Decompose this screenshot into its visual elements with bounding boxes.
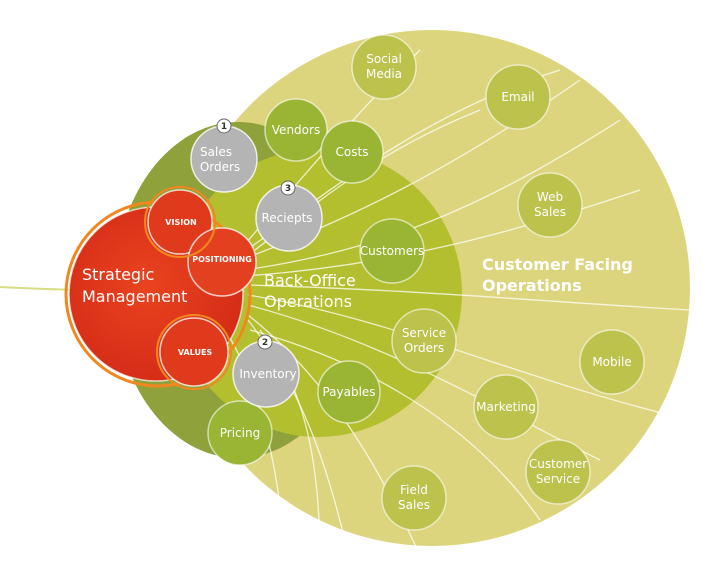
node-label-inventory: Inventory [239,367,296,381]
node-marketing[interactable]: Marketing [473,374,539,440]
node-label-web-sales: Web [537,190,563,204]
node-label-service-orders-2: Orders [404,341,444,355]
values-label: VALUES [178,348,213,357]
node-label-social-media-2: Media [366,67,402,81]
node-label-web-sales-2: Sales [534,205,566,219]
strategic-label-line1: Strategic [82,265,154,284]
node-vendors[interactable]: Vendors [264,98,328,162]
node-label-pricing: Pricing [220,426,260,440]
node-field-sales[interactable]: Field Sales [381,465,447,531]
strategic-label-line2: Management [82,287,187,306]
node-label-email: Email [501,90,534,104]
node-service-orders[interactable]: Service Orders [391,308,457,374]
node-label-field-sales: Field [400,483,428,497]
node-customer-service[interactable]: Customer Service [525,439,591,505]
node-label-field-sales-2: Sales [398,498,430,512]
node-label-mobile: Mobile [592,355,631,369]
positioning-label: POSITIONING [192,255,252,264]
vision-label: VISION [165,218,196,227]
node-label-sales-orders: Sales [200,145,232,159]
node-label-social-media: Social [366,52,402,66]
node-costs[interactable]: Costs [320,120,384,184]
node-inventory[interactable]: Inventory 2 [232,334,300,408]
badge-inventory: 2 [262,338,268,348]
node-social-media[interactable]: Social Media [351,34,417,100]
node-label-costs: Costs [336,145,369,159]
badge-sales-orders: 1 [221,122,227,132]
customer-facing-label-line1: Customer Facing [482,255,633,274]
node-customers[interactable]: Customers [359,218,425,284]
vision-circle[interactable] [147,189,213,255]
values-circle[interactable] [159,317,229,387]
back-office-label-line1: Back-Office [264,271,356,290]
node-label-reciepts: Reciepts [261,211,312,225]
node-label-service-orders: Service [402,326,446,340]
strategic-core: VISION POSITIONING VALUES Strategic Mana… [64,186,257,390]
back-office-nodes: Vendors Costs Customers Payables Pricing [207,98,425,466]
node-email[interactable]: Email [485,64,551,130]
node-sales-orders[interactable]: Sales Orders 1 [190,118,258,193]
node-web-sales[interactable]: Web Sales [517,172,583,238]
node-label-marketing: Marketing [476,400,536,414]
node-payables[interactable]: Payables [317,360,381,424]
badge-reciepts: 3 [285,184,291,194]
connector-lines [0,49,691,561]
node-label-customer-service: Customer [529,457,587,471]
node-label-payables: Payables [322,385,375,399]
highlighted-nodes: Sales Orders 1 Reciepts 3 Inventory 2 [190,118,323,408]
positioning-circle[interactable] [187,227,257,297]
customer-nodes: Social Media Email Web Sales Service Ord… [351,34,645,531]
back-office-label-line2: Operations [264,292,352,311]
node-pricing[interactable]: Pricing [207,400,273,466]
node-label-customer-service-2: Service [536,472,580,486]
node-label-vendors: Vendors [272,123,320,137]
node-label-customers: Customers [360,244,425,258]
customer-facing-label-line2: Operations [482,276,582,295]
node-label-sales-orders-2: Orders [200,160,240,174]
node-reciepts[interactable]: Reciepts 3 [255,180,323,252]
node-mobile[interactable]: Mobile [579,329,645,395]
